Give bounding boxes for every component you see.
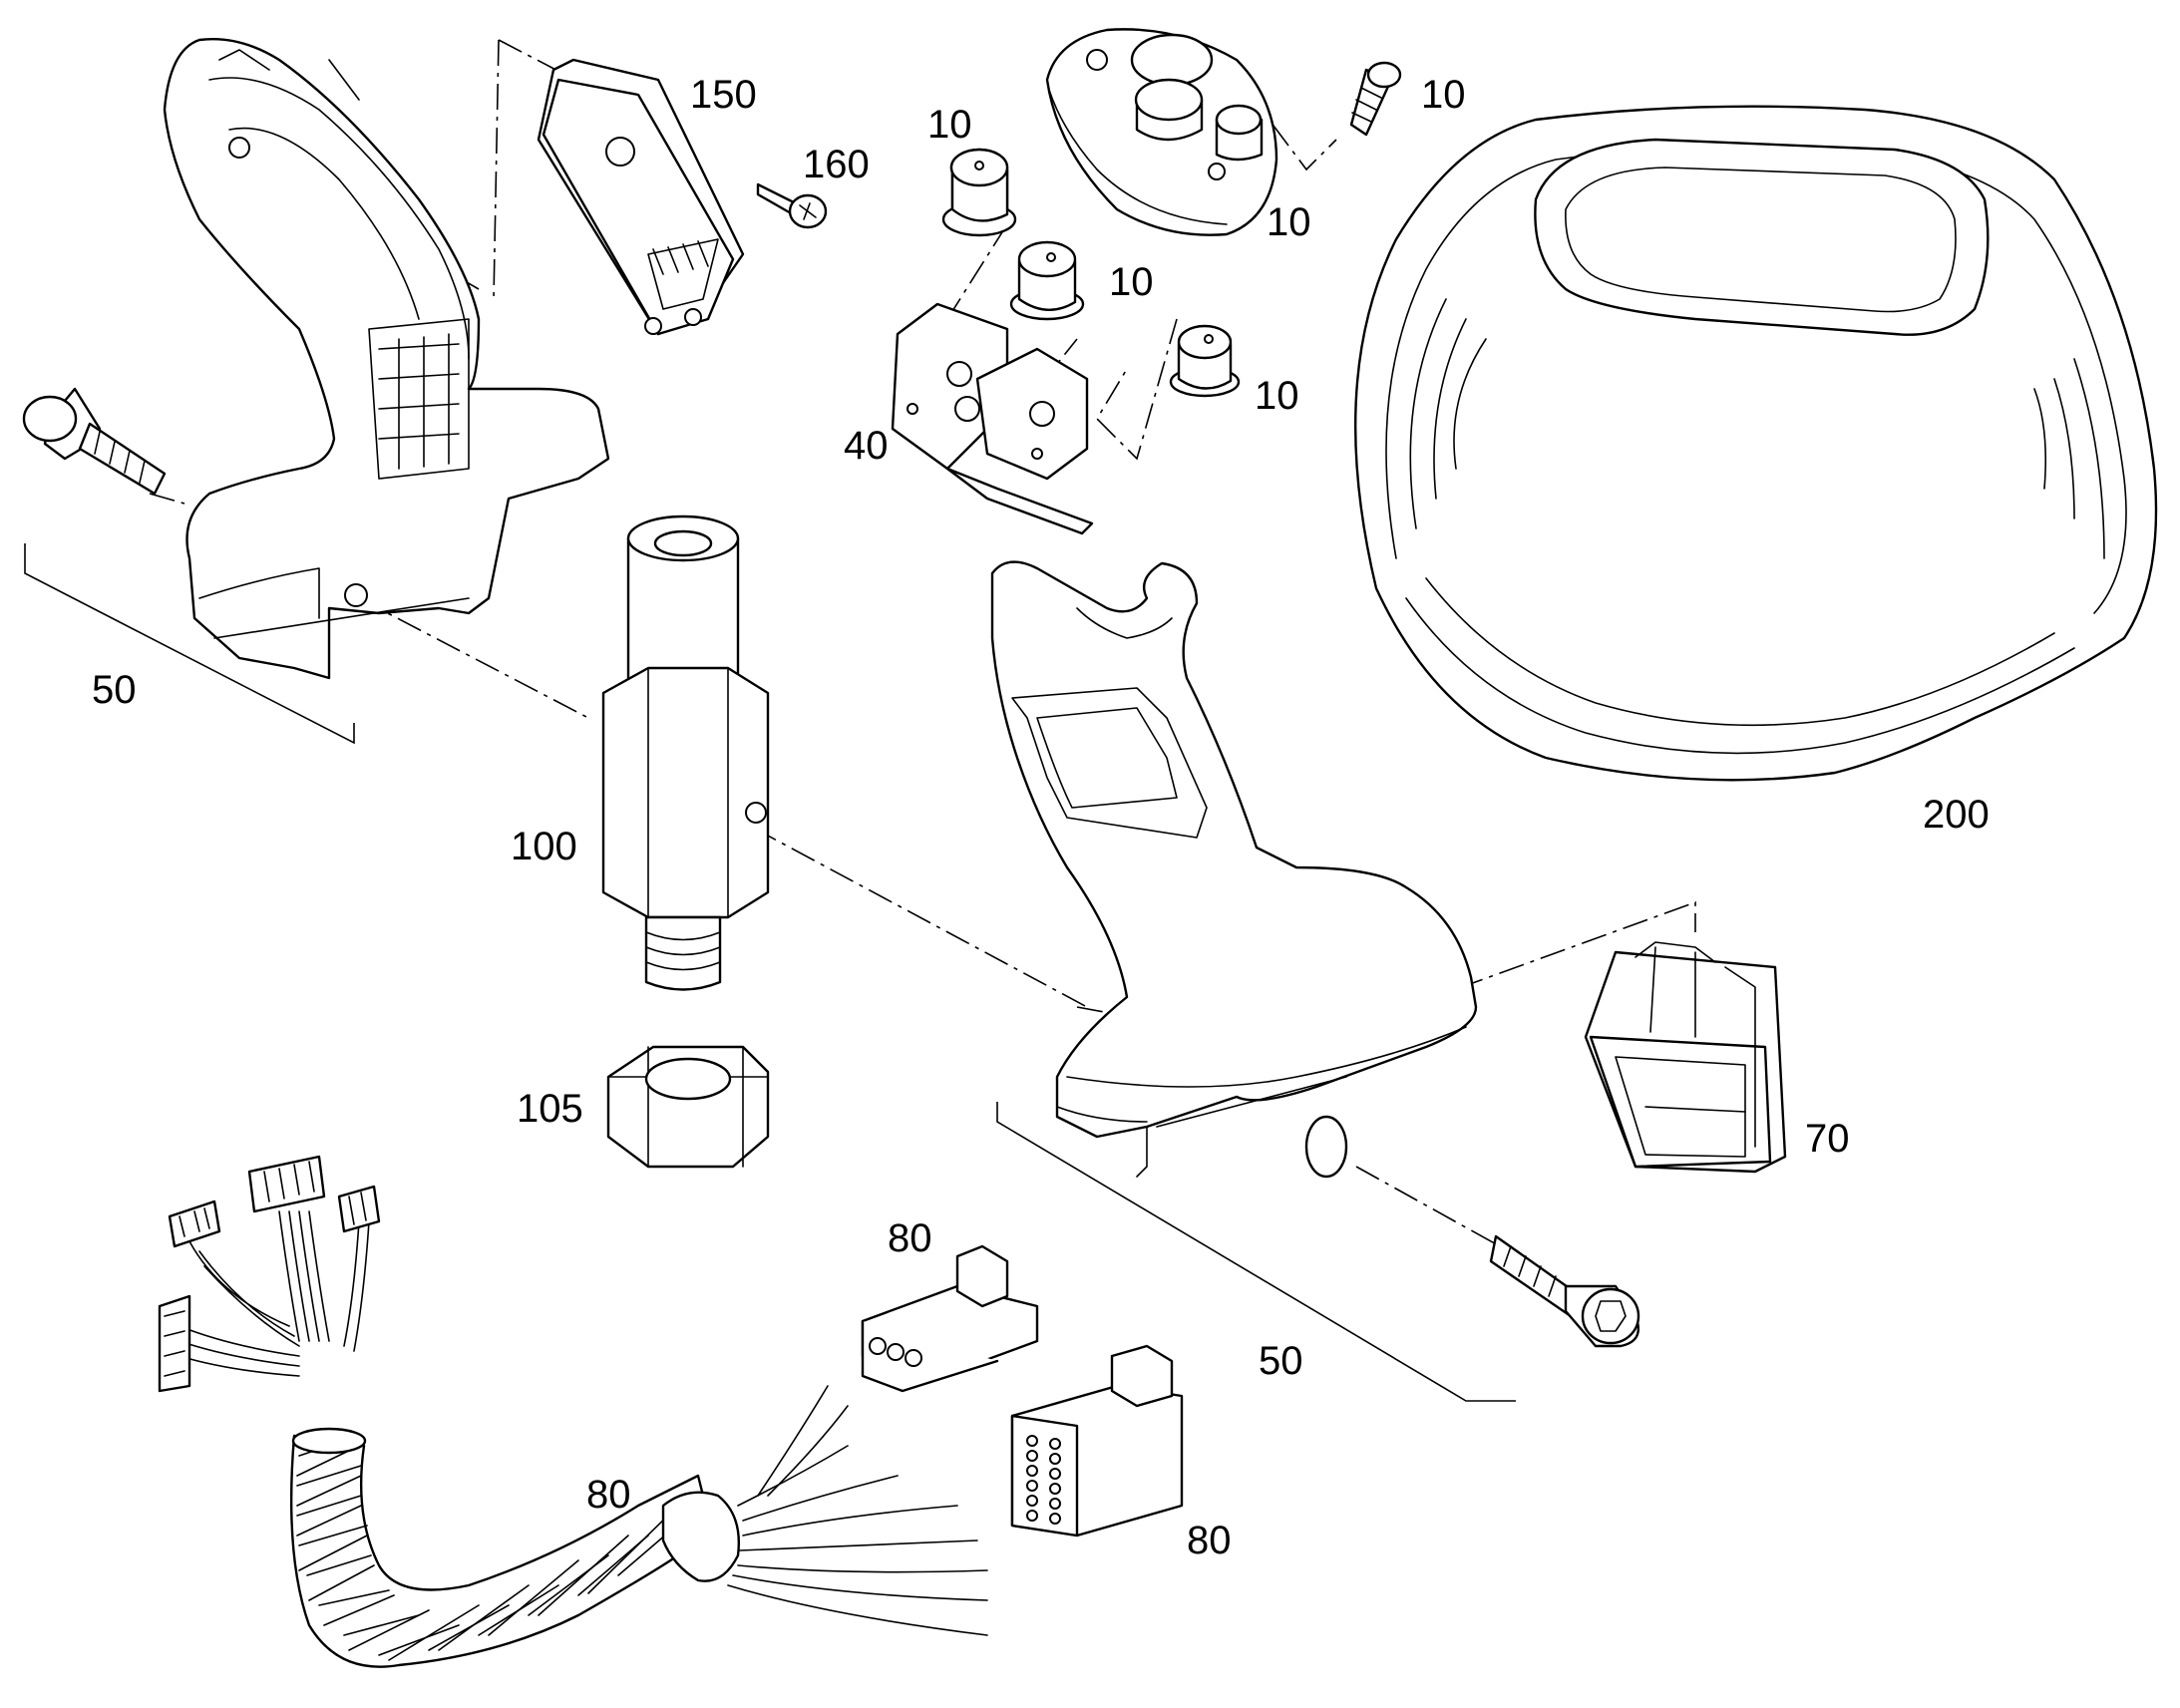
connector-small-1 — [168, 1199, 221, 1248]
handle-half-right — [990, 560, 1478, 1179]
callout-10: 10 — [1421, 73, 1466, 117]
connector-small-3 — [337, 1185, 381, 1233]
screw-10-right — [1349, 61, 1402, 137]
callout-70: 70 — [1805, 1117, 1850, 1161]
button-housing — [1045, 28, 1278, 236]
wire-harness-80 — [179, 1210, 988, 1668]
connector-small-2 — [247, 1155, 326, 1213]
callout-150: 150 — [690, 73, 757, 117]
callout-40: 40 — [844, 424, 889, 468]
callout-labels: 10 10 10 10 10 150 160 40 50 50 100 105 … — [92, 73, 1990, 1562]
microswitch-assembly-40 — [891, 302, 1094, 535]
socket-head-bolt-right — [1489, 1234, 1640, 1348]
connector-12pin-80 — [1010, 1344, 1184, 1537]
rocker-switch-70 — [1584, 941, 1787, 1174]
callout-10: 10 — [1267, 200, 1311, 244]
callout-80: 80 — [1187, 1519, 1232, 1562]
callout-80: 80 — [586, 1473, 631, 1517]
hex-nut-105 — [606, 1045, 770, 1169]
callout-80: 80 — [888, 1216, 932, 1260]
callout-50: 50 — [1259, 1339, 1303, 1383]
connector-small-4 — [158, 1294, 191, 1393]
callout-10: 10 — [927, 103, 972, 147]
screw-hole — [228, 137, 250, 159]
callout-50: 50 — [92, 668, 137, 712]
callout-200: 200 — [1923, 793, 1990, 837]
connector-3pin-80 — [861, 1244, 1039, 1393]
circuit-board-150 — [537, 58, 745, 336]
callout-160: 160 — [803, 143, 870, 186]
button-cap-a — [941, 148, 1017, 237]
callout-10: 10 — [1255, 374, 1299, 418]
threaded-shaft-100 — [601, 514, 770, 991]
socket-head-bolt-left — [22, 387, 167, 496]
button-cap-b — [1009, 240, 1085, 321]
rubber-boot-200 — [1354, 105, 2158, 782]
pin-hole — [344, 583, 368, 607]
callout-100: 100 — [511, 825, 577, 868]
callout-10: 10 — [1109, 260, 1154, 304]
callout-105: 105 — [517, 1087, 583, 1131]
button-cap-c — [1169, 324, 1241, 398]
screw-160 — [756, 182, 828, 229]
handle-half-left — [163, 38, 610, 680]
